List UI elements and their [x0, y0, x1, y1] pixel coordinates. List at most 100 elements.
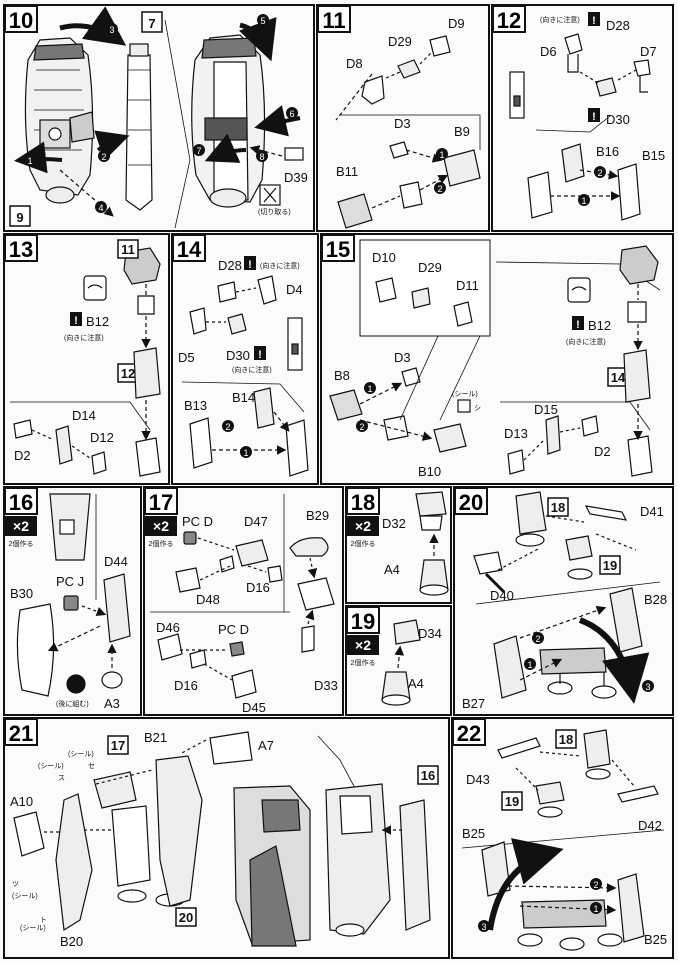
svg-text:10: 10	[9, 8, 33, 33]
warning-icon: !	[588, 108, 600, 123]
svg-text:PC D: PC D	[182, 514, 213, 529]
svg-text:7: 7	[148, 16, 155, 31]
svg-text:D47: D47	[244, 514, 268, 529]
svg-text:1: 1	[527, 660, 532, 670]
svg-text:B13: B13	[184, 398, 207, 413]
svg-text:PC D: PC D	[218, 622, 249, 637]
svg-text:17: 17	[149, 490, 173, 515]
step-12-labels: (向きに注意) ! D28 D6 D7 ! D30 B16 B15 1 2	[540, 12, 665, 206]
svg-text:A3: A3	[104, 696, 120, 711]
svg-text:B15: B15	[642, 148, 665, 163]
svg-text:2個作る: 2個作る	[149, 539, 174, 548]
step-21-drawing	[13, 731, 431, 947]
svg-text:D41: D41	[640, 504, 664, 519]
svg-text:B25: B25	[462, 826, 485, 841]
svg-text:ト: ト	[40, 917, 47, 924]
svg-text:8: 8	[259, 152, 264, 162]
svg-text:2: 2	[359, 422, 364, 432]
svg-text:21: 21	[9, 721, 33, 746]
svg-text:B12: B12	[588, 318, 611, 333]
step-17-drawing	[150, 494, 335, 699]
svg-text:A4: A4	[384, 562, 400, 577]
svg-text:D4: D4	[286, 282, 303, 297]
svg-text:D15: D15	[534, 402, 558, 417]
step-22-labels: 18 D43 19 D42 B25 B25 1 2 3	[462, 729, 667, 947]
svg-text:A4: A4	[408, 676, 424, 691]
svg-text:2個作る: 2個作る	[351, 539, 376, 548]
svg-text:12: 12	[121, 366, 135, 381]
svg-text:ツ: ツ	[12, 881, 19, 888]
svg-text:!: !	[74, 315, 78, 327]
svg-text:(シール): (シール)	[38, 763, 64, 770]
svg-text:D42: D42	[638, 818, 662, 833]
step-18-labels: D32 A4	[382, 516, 406, 577]
step-badge-12: 12	[492, 5, 526, 33]
svg-text:B10: B10	[418, 464, 441, 479]
warning-icon: !	[572, 316, 584, 331]
svg-text:D12: D12	[90, 430, 114, 445]
svg-text:14: 14	[177, 237, 202, 262]
warning-icon: !	[588, 12, 600, 27]
svg-text:3: 3	[645, 682, 650, 692]
step-badge-14: 14	[172, 234, 206, 262]
step-badge-15: 15	[321, 234, 355, 262]
svg-text:1: 1	[27, 156, 32, 166]
step-13-labels: 11 12 ! B12 (向きに注意) D14 D12 D2	[14, 242, 135, 463]
svg-text:3: 3	[481, 922, 486, 932]
svg-text:!: !	[576, 319, 580, 331]
svg-text:18: 18	[559, 732, 573, 747]
svg-text:D7: D7	[640, 44, 657, 59]
svg-text:B14: B14	[232, 390, 255, 405]
svg-text:11: 11	[322, 8, 345, 33]
svg-text:B27: B27	[462, 696, 485, 711]
step-badge-10: 10	[4, 5, 38, 33]
svg-text:22: 22	[457, 721, 481, 746]
svg-text:D2: D2	[14, 448, 31, 463]
svg-text:2: 2	[593, 880, 598, 890]
svg-text:D8: D8	[346, 56, 363, 71]
svg-text:2: 2	[437, 184, 442, 194]
svg-text:D29: D29	[388, 34, 412, 49]
svg-text:(シール): (シール)	[20, 925, 46, 932]
step-badge-20: 20	[454, 487, 488, 515]
step-11-labels: D29 D9 D8 D3 B9 B11 1 2	[336, 16, 470, 194]
arrow-num: 8	[256, 150, 268, 162]
svg-text:D14: D14	[72, 408, 96, 423]
warning-icon: !	[70, 312, 82, 327]
arrow-num: 3	[106, 23, 118, 35]
svg-text:7: 7	[196, 146, 201, 156]
svg-text:D48: D48	[196, 592, 220, 607]
svg-text:B16: B16	[596, 144, 619, 159]
step-badge-21: 21	[4, 718, 38, 746]
svg-text:B9: B9	[454, 124, 470, 139]
svg-text:3: 3	[109, 25, 114, 35]
svg-text:(シール): (シール)	[68, 751, 94, 758]
svg-text:15: 15	[326, 237, 350, 262]
arrow-num: 6	[286, 107, 298, 119]
step-15-labels: D10 D29 D11 D3 B8 B10 (シール) シ 1 2 ! B12 …	[334, 250, 626, 479]
svg-text:19: 19	[351, 609, 375, 634]
svg-text:D10: D10	[372, 250, 396, 265]
svg-text:D46: D46	[156, 620, 180, 635]
svg-text:18: 18	[551, 500, 565, 515]
svg-text:B25: B25	[644, 932, 667, 947]
step-22-drawing	[461, 729, 665, 951]
arrow-num: 2	[98, 150, 110, 162]
svg-text:D30: D30	[606, 112, 630, 127]
svg-text:D33: D33	[314, 678, 338, 693]
step-13-drawing	[10, 239, 161, 477]
step-21-labels: (シール) ス (シール) セ 17 B21 A7 A10 ツ (シール) ト …	[10, 730, 439, 949]
svg-text:!: !	[592, 111, 596, 123]
step-20-labels: 18 19 D41 D40 B28 B27 1 2 3	[462, 497, 667, 711]
svg-text:D34: D34	[418, 626, 442, 641]
svg-text:D2: D2	[594, 444, 611, 459]
svg-text:D9: D9	[448, 16, 465, 31]
step-19-drawing	[381, 619, 421, 706]
svg-text:12: 12	[497, 8, 521, 33]
svg-text:B21: B21	[144, 730, 167, 745]
svg-text:20: 20	[179, 910, 193, 925]
